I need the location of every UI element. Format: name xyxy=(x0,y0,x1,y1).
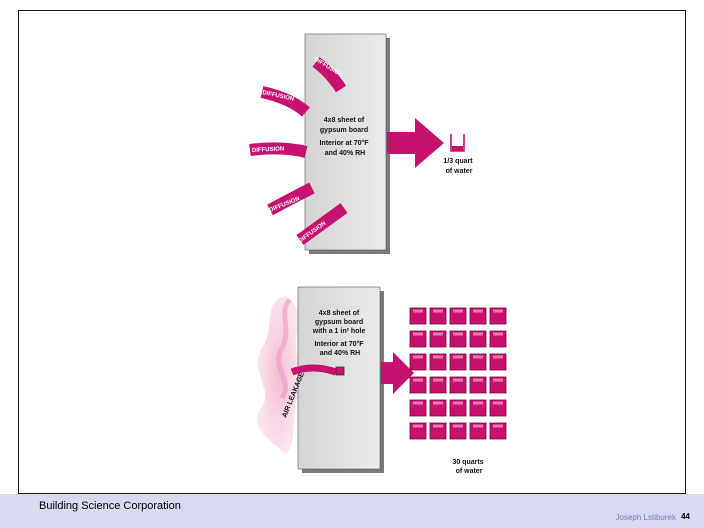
quart-highlight xyxy=(413,401,423,405)
quart-highlight xyxy=(433,332,443,336)
bottom-outflow-arrow xyxy=(381,352,414,394)
quart-highlight xyxy=(493,309,503,313)
quart-highlight xyxy=(433,424,443,428)
cup-water-level xyxy=(452,146,463,151)
diffusion-label-3: DIFFUSION xyxy=(252,146,285,154)
board-hole xyxy=(335,366,345,376)
quart-highlight xyxy=(433,309,443,313)
quart-highlight xyxy=(453,378,463,382)
leak-stream xyxy=(290,364,338,376)
top-diagram: 4x8 sheet of gypsum board Interior at 70… xyxy=(249,33,474,254)
quart-highlight xyxy=(493,401,503,405)
air-leakage-cloud xyxy=(257,296,300,454)
quart-highlight xyxy=(413,355,423,359)
bottom-result-label: 30 quarts of water xyxy=(452,459,485,475)
top-board-label: 4x8 sheet of gypsum board Interior at 70… xyxy=(319,117,370,157)
quart-highlight xyxy=(433,378,443,382)
bottom-board-label: 4x8 sheet of gypsum board with a 1 in² h… xyxy=(312,310,367,357)
author-name: Joseph Lstiburek xyxy=(615,513,676,522)
quart-highlight xyxy=(473,332,483,336)
quart-grid xyxy=(409,307,507,440)
quart-highlight xyxy=(453,355,463,359)
quart-highlight xyxy=(453,401,463,405)
quart-highlight xyxy=(413,424,423,428)
quart-highlight xyxy=(493,424,503,428)
top-outflow-arrow xyxy=(387,118,444,168)
quart-highlight xyxy=(453,424,463,428)
quart-highlight xyxy=(433,355,443,359)
quart-highlight xyxy=(453,332,463,336)
quart-highlight xyxy=(413,309,423,313)
quart-highlight xyxy=(493,378,503,382)
quart-highlight xyxy=(413,378,423,382)
quart-highlight xyxy=(453,309,463,313)
footer-bar: Building Science Corporation Joseph Lsti… xyxy=(0,494,704,528)
quart-highlight xyxy=(493,332,503,336)
organization-name: Building Science Corporation xyxy=(39,500,181,512)
diffusion-arrow-3: DIFFUSION xyxy=(249,142,308,158)
bottom-gypsum-board xyxy=(297,286,381,470)
quart-highlight xyxy=(433,401,443,405)
small-cup-icon xyxy=(450,134,465,152)
top-result-label: 1/3 quart of water xyxy=(443,158,474,175)
quart-highlight xyxy=(473,424,483,428)
quart-highlight xyxy=(473,378,483,382)
quart-highlight xyxy=(493,355,503,359)
quart-highlight xyxy=(473,309,483,313)
diffusion-arrow-2: DIFFUSION xyxy=(260,86,310,117)
quart-highlight xyxy=(473,401,483,405)
quart-highlight xyxy=(473,355,483,359)
page-number: 44 xyxy=(681,512,690,521)
bottom-diagram: 4x8 sheet of gypsum board with a 1 in² h… xyxy=(257,286,507,475)
quart-highlight xyxy=(413,332,423,336)
